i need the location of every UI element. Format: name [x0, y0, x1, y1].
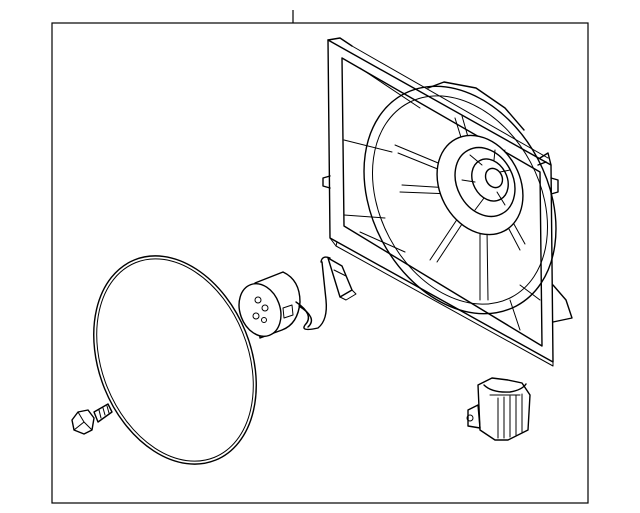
- fan-motor: [238, 271, 301, 339]
- mounting-bolt: [71, 403, 113, 435]
- fan-shroud-cover: [93, 255, 257, 465]
- resistor: [466, 377, 531, 441]
- diagram-frame: [51, 22, 589, 504]
- motor-wire-harness: [295, 256, 357, 331]
- fan-shroud-assembly: [322, 37, 573, 367]
